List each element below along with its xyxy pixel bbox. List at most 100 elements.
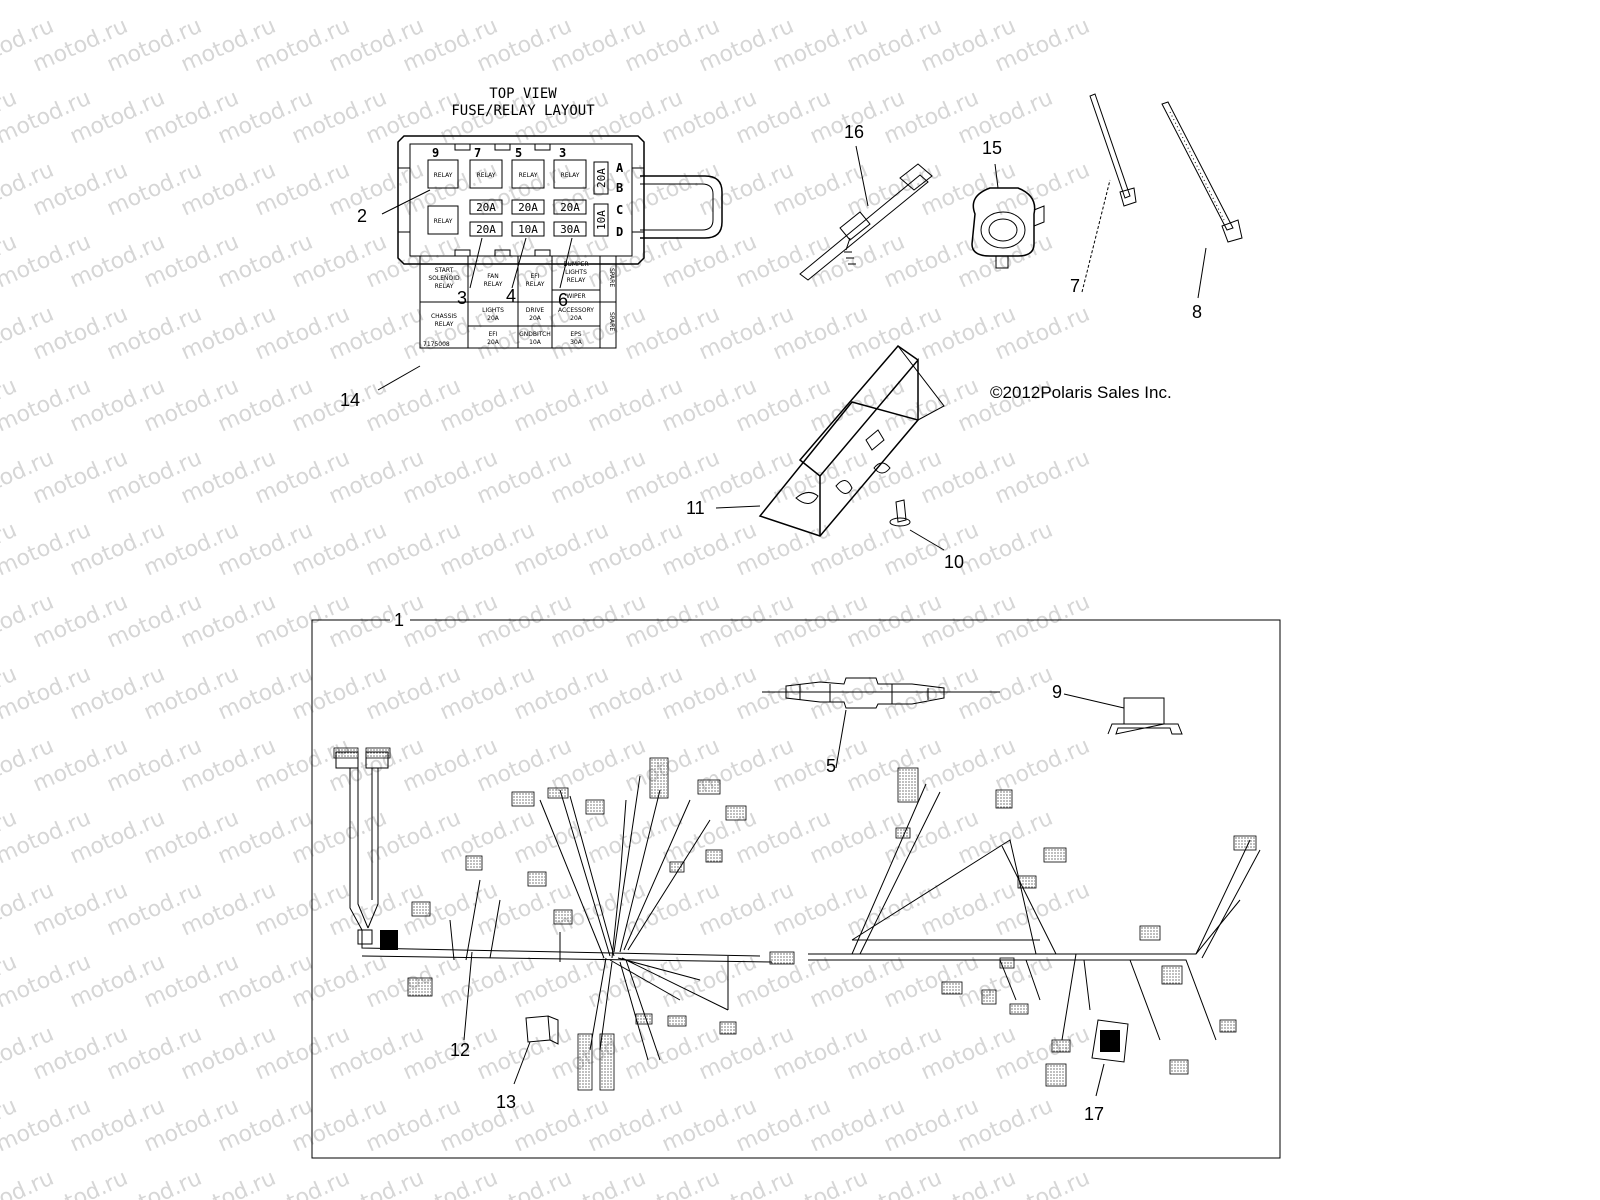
watermark-text: motod.ru xyxy=(0,1166,58,1200)
relay-label-5: RELAY xyxy=(434,218,453,225)
harness-tag xyxy=(585,799,605,815)
harness-tag xyxy=(705,849,723,863)
callout-15: 15 xyxy=(982,138,1002,158)
callout-16: 16 xyxy=(844,122,864,142)
card-fan-2: RELAY xyxy=(484,281,503,288)
callout-9: 9 xyxy=(1052,682,1062,702)
fuse-top-number-5: 5 xyxy=(515,146,522,160)
harness-tag xyxy=(1169,1059,1189,1075)
left-harness xyxy=(335,751,773,1061)
harness-tag xyxy=(1009,1003,1029,1015)
card-eps-2: 30A xyxy=(570,339,583,346)
harness-tag xyxy=(669,861,685,873)
callout-7: 7 xyxy=(1070,276,1080,296)
card-efi-fuse-1: EFI xyxy=(488,331,497,338)
callout-14: 14 xyxy=(340,390,360,410)
fuse-layout-title-line2: FUSE/RELAY LAYOUT xyxy=(451,103,595,119)
callout-17: 17 xyxy=(1084,1104,1104,1124)
card-eps-1: EPS xyxy=(570,331,581,338)
card-gndbitch-1: GNDBITCH xyxy=(519,331,551,338)
right-harness xyxy=(808,783,1261,1063)
card-lights-2: 20A xyxy=(487,315,500,322)
harness-tag xyxy=(981,989,997,1005)
card-part-number: 7175008 xyxy=(423,341,450,348)
inline-connector xyxy=(762,677,1000,769)
card-drive-1: DRIVE xyxy=(526,307,545,314)
side-fuse-bottom: 10A xyxy=(595,210,608,230)
fuse-d2: 10A xyxy=(518,223,538,236)
harness-tag xyxy=(1043,847,1067,863)
fuse-d3: 30A xyxy=(560,223,580,236)
card-accessory-1: ACCESSORY xyxy=(558,307,594,314)
harness-tag xyxy=(895,827,911,839)
callout-13: 13 xyxy=(496,1092,516,1112)
fuse-b3: 20A xyxy=(560,201,580,214)
row-letter-a: A xyxy=(616,161,624,175)
harness-tag xyxy=(1017,875,1037,889)
card-chassis-2: RELAY xyxy=(435,321,454,328)
fuse-layout-title-line1: TOP VIEW xyxy=(489,86,557,102)
harness-tag xyxy=(511,791,535,807)
card-lights-1: LIGHTS xyxy=(482,307,504,314)
card-fan-1: FAN xyxy=(487,273,499,280)
harness-tag xyxy=(527,871,547,887)
cable-tie-short xyxy=(1081,93,1137,293)
card-efi-relay-1: EFI xyxy=(530,273,539,280)
harness-tag xyxy=(547,787,569,799)
ground-block xyxy=(1063,693,1183,735)
harness-tag xyxy=(365,747,391,759)
callout-10: 10 xyxy=(944,552,964,572)
harness-tags xyxy=(333,747,1257,1091)
harness-frame xyxy=(311,619,1281,1159)
fuse-relay-layout: TOP VIEW FUSE/RELAY LAYOUT 9 7 5 3 A B C… xyxy=(381,86,723,289)
leader-17 xyxy=(1095,1063,1105,1097)
watermark-text: motod.ru xyxy=(954,0,1056,5)
harness-tag xyxy=(897,767,919,803)
harness-tag xyxy=(577,1033,593,1091)
card-bumper-1: BUMPER xyxy=(563,261,588,268)
callout-11: 11 xyxy=(686,498,705,518)
card-efi-relay-2: RELAY xyxy=(526,281,545,288)
card-start-1: START xyxy=(435,267,454,274)
harness-tag xyxy=(941,981,963,995)
cable-tie-clip xyxy=(799,145,933,281)
fuse-d1: 20A xyxy=(476,223,496,236)
card-bumper-3: RELAY xyxy=(567,277,586,284)
relay-label-1: RELAY xyxy=(434,172,453,179)
callout-6: 6 xyxy=(558,290,568,310)
watermark-layer: motod.rumotod.rumotod.rumotod.rumotod.ru… xyxy=(0,0,1094,1200)
callout-1: 1 xyxy=(394,610,404,630)
card-spare-top: SPARE xyxy=(608,268,615,287)
harness-tag xyxy=(333,747,359,759)
relay-label-4: RELAY xyxy=(561,172,580,179)
cable-clip xyxy=(971,163,1045,269)
callout-8: 8 xyxy=(1192,302,1202,322)
card-start-2: SOLENOID xyxy=(428,275,460,282)
fuse-label-card: START SOLENOID RELAY FAN RELAY EFI RELAY… xyxy=(377,255,617,391)
relay-label-3: RELAY xyxy=(519,172,538,179)
callout-5: 5 xyxy=(826,756,836,776)
card-chassis-1: CHASSIS xyxy=(431,313,457,320)
card-wiper: WIPER xyxy=(566,293,585,300)
card-gndbitch-2: 10A xyxy=(529,339,542,346)
harness-tag xyxy=(553,909,573,925)
fuse-b2: 20A xyxy=(518,201,538,214)
card-accessory-2: 20A xyxy=(570,315,583,322)
cable-tie-long xyxy=(1161,101,1243,299)
harness-tag xyxy=(599,1033,615,1091)
row-letter-d: D xyxy=(616,225,623,239)
harness-tag xyxy=(465,855,483,871)
harness-tag xyxy=(649,757,669,799)
harness-tag xyxy=(1045,1063,1067,1087)
callout-12: 12 xyxy=(450,1040,470,1060)
fuse-b1: 20A xyxy=(476,201,496,214)
harness-tag xyxy=(719,1021,737,1035)
harness-tag xyxy=(667,1015,687,1027)
row-letter-c: C xyxy=(616,203,623,217)
harness-tag xyxy=(635,1013,653,1025)
harness-tag xyxy=(697,779,721,795)
callout-3: 3 xyxy=(457,288,467,308)
leader-12 xyxy=(463,951,473,1041)
callout-4: 4 xyxy=(506,286,516,306)
